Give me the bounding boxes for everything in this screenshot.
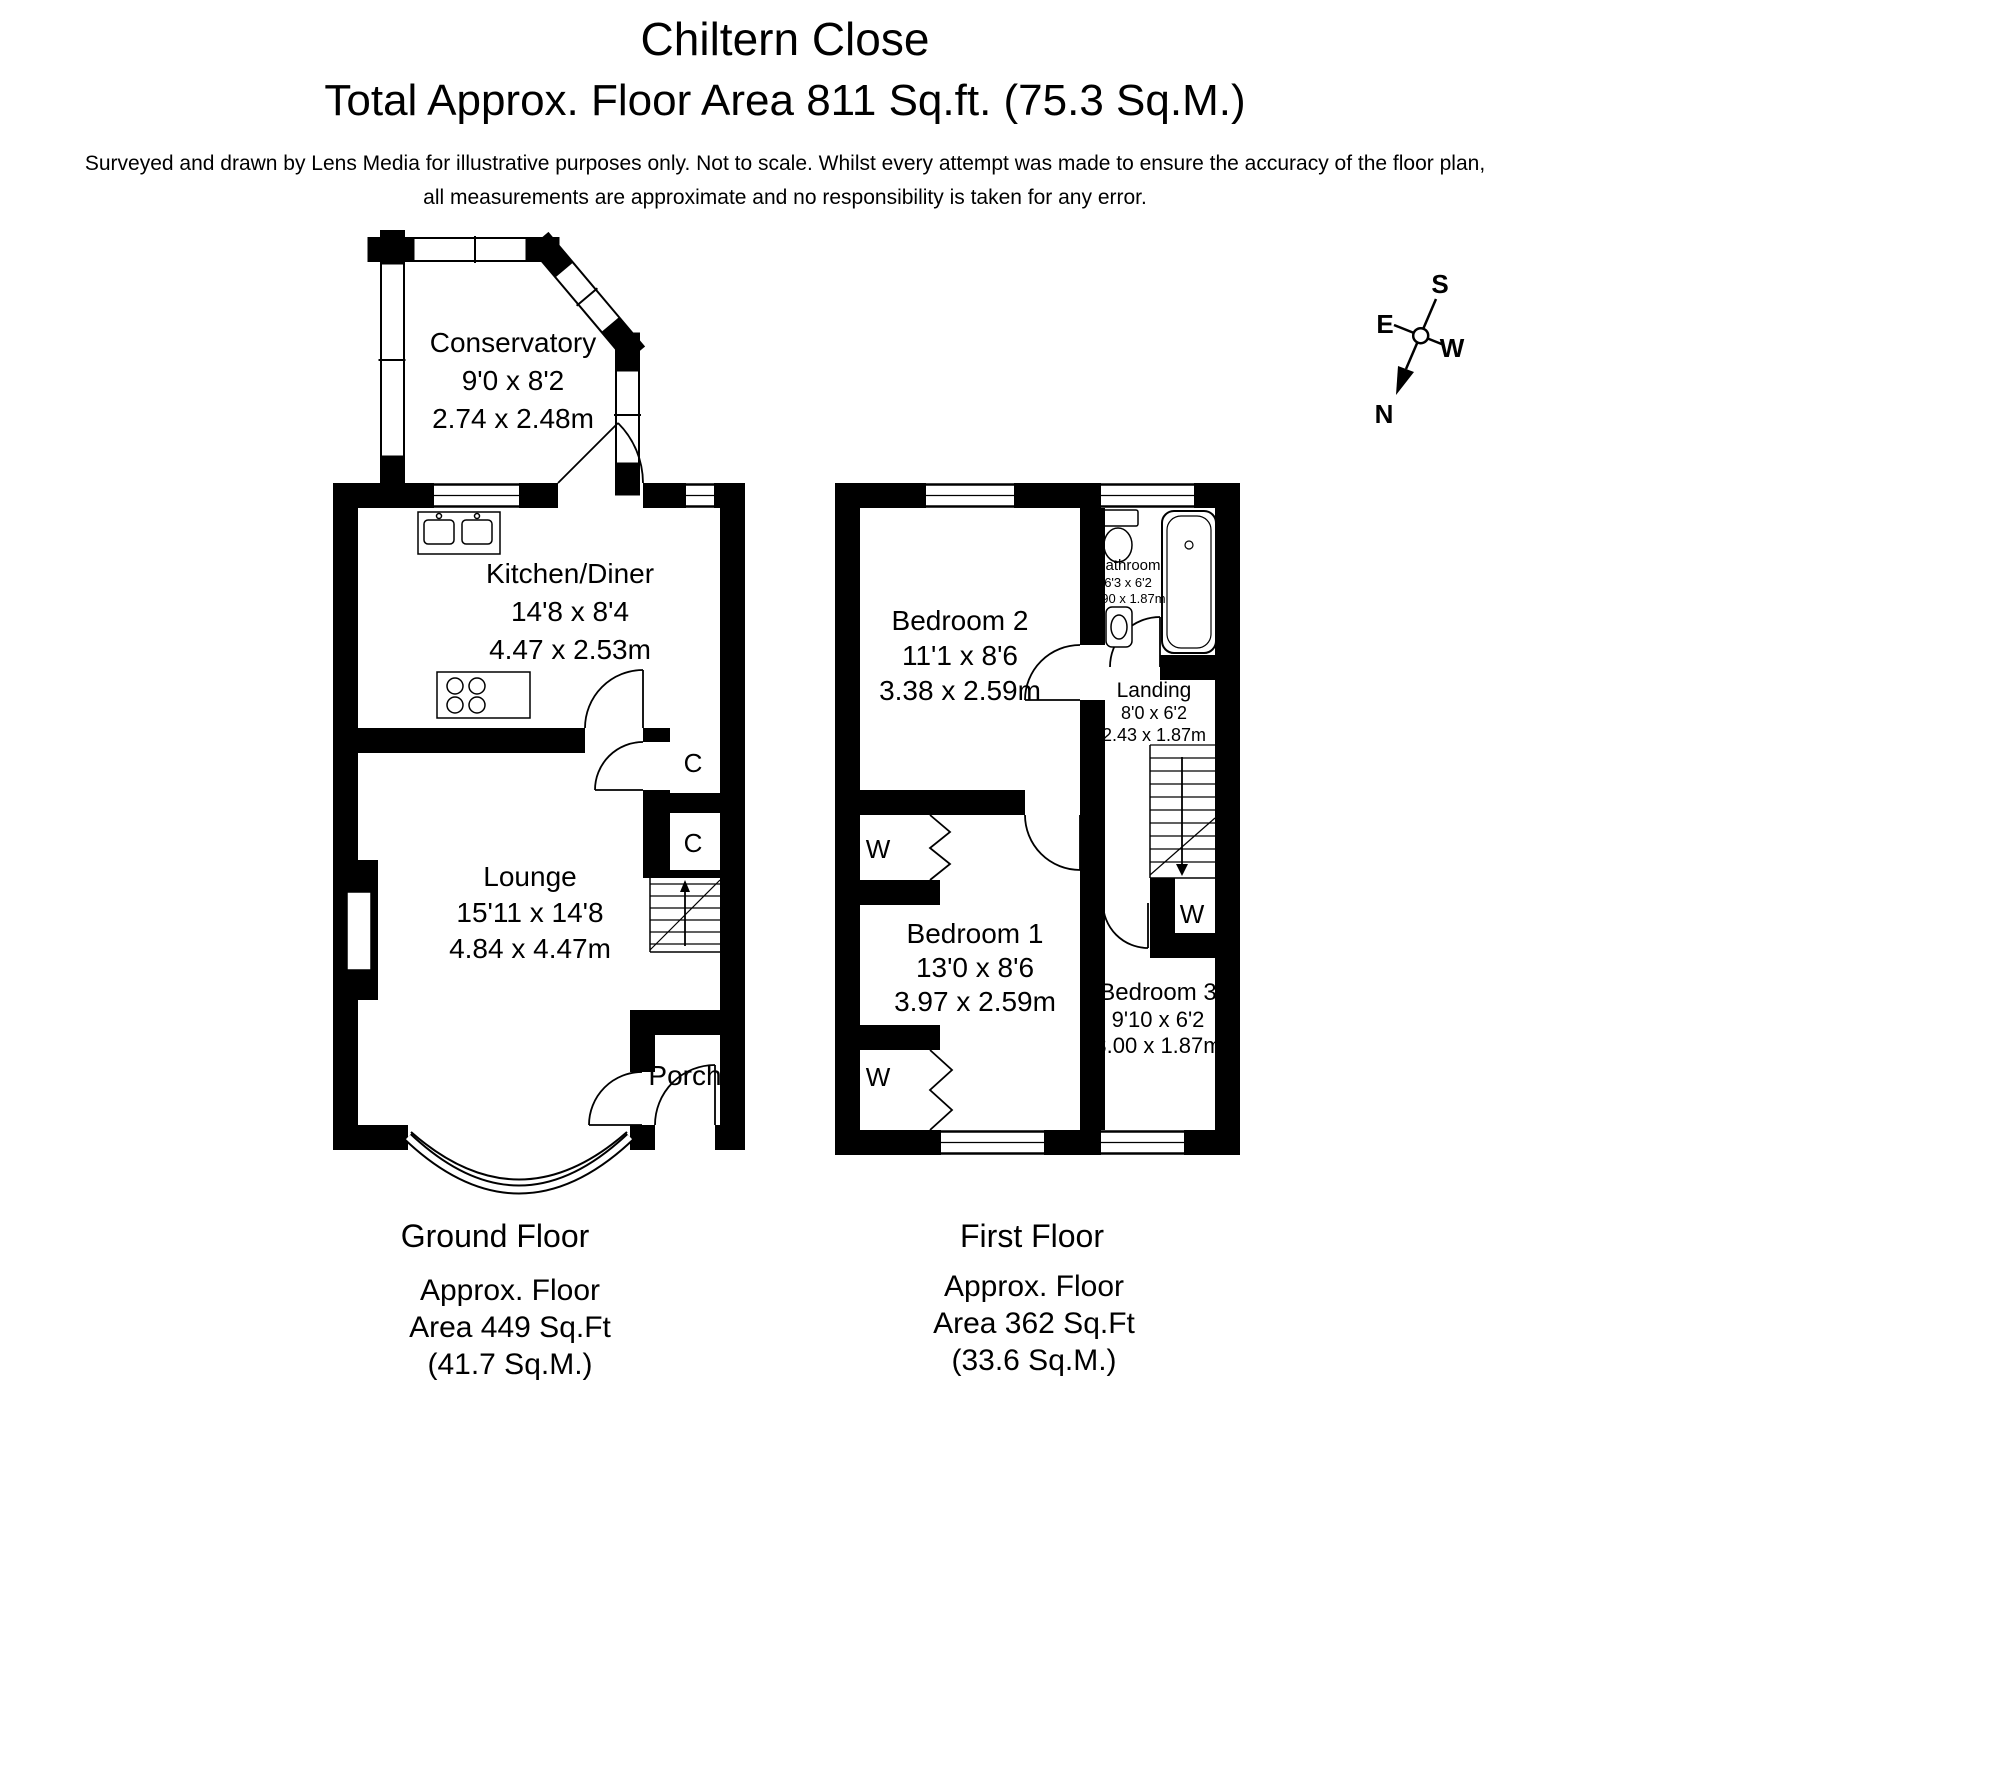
ground-floor-area: Approx. Floor Area 449 Sq.Ft (41.7 Sq.M.…: [295, 1272, 725, 1383]
ground-floor-plan: Conservatory 9'0 x 8'2 2.74 x 2.48m Kitc…: [333, 230, 745, 1195]
conservatory-imperial: 9'0 x 8'2: [462, 365, 565, 396]
first-floor-plan: Bedroom 2 11'1 x 8'6 3.38 x 2.59m Bathro…: [835, 483, 1240, 1155]
compass-east: E: [1376, 309, 1393, 339]
lounge-metric: 4.84 x 4.47m: [449, 933, 611, 964]
ground-area-line1: Approx. Floor: [419, 1274, 601, 1307]
rear-window: [684, 483, 716, 508]
ground-stairs: [649, 878, 721, 953]
first-walls: [835, 483, 1240, 1155]
ground-windows: [432, 483, 716, 508]
lounge-imperial: 15'11 x 14'8: [456, 897, 603, 928]
compass-hub: [1411, 326, 1430, 345]
cupboard-door: [594, 741, 644, 791]
bedroom3-imperial: 9'10 x 6'2: [1112, 1007, 1205, 1032]
bedroom1-label: Bedroom 1: [907, 918, 1044, 949]
fireplace: [346, 860, 378, 1000]
first-stairs: [1149, 744, 1216, 879]
bathroom-window: [1099, 483, 1196, 508]
first-area-line2: Area 362 Sq.Ft: [933, 1307, 1135, 1340]
kitchen-imperial: 14'8 x 8'4: [511, 596, 629, 627]
kitchen-label: Kitchen/Diner: [486, 558, 654, 589]
hob-icon: [436, 671, 531, 719]
bedroom1-door: [1024, 814, 1081, 871]
ground-floor-label: Ground Floor: [400, 1218, 590, 1254]
toilet-icon: [1097, 509, 1139, 563]
wardrobe-doors: [928, 814, 954, 1131]
first-area-line1: Approx. Floor: [943, 1270, 1125, 1303]
kitchen-door: [584, 669, 644, 729]
porch-label: Porch: [648, 1060, 721, 1091]
compass-north: N: [1375, 399, 1394, 429]
bedroom2-label: Bedroom 2: [892, 605, 1029, 636]
stairs-up-arrow: [680, 880, 690, 892]
bedroom2-door: [1024, 644, 1081, 701]
kitchen-window: [432, 483, 521, 508]
bedroom1-window: [939, 1130, 1046, 1155]
first-windows: [924, 483, 1196, 1155]
ground-room-labels: Conservatory 9'0 x 8'2 2.74 x 2.48m Kitc…: [430, 327, 722, 1091]
bedroom3-door: [1102, 902, 1149, 949]
wardrobe2-bifold: [928, 1049, 954, 1131]
conservatory-walls: [367, 230, 646, 496]
cupboard1-label: C: [684, 748, 703, 778]
bath-icon: [1161, 510, 1217, 654]
ground-area-line3: (41.7 Sq.M.): [427, 1348, 593, 1381]
conservatory-label: Conservatory: [430, 327, 597, 358]
ground-area-line2: Area 449 Sq.Ft: [409, 1311, 611, 1344]
wardrobe3-label: W: [1180, 899, 1205, 929]
page-title: Chiltern Close: [640, 13, 930, 65]
conservatory-door: [557, 422, 644, 484]
conservatory-metric: 2.74 x 2.48m: [432, 403, 594, 434]
bedroom1-metric: 3.97 x 2.59m: [894, 986, 1056, 1017]
compass-rose: S E W N: [1375, 269, 1465, 429]
stairs-down-arrow: [1176, 864, 1188, 876]
first-area-line3: (33.6 Sq.M.): [951, 1344, 1117, 1377]
front-door: [654, 1064, 716, 1126]
kitchen-metric: 4.47 x 2.53m: [489, 634, 651, 665]
bedroom2-metric: 3.38 x 2.59m: [879, 675, 1041, 706]
first-room-labels: Bedroom 2 11'1 x 8'6 3.38 x 2.59m Bathro…: [866, 557, 1222, 1092]
porch-door: [588, 1071, 643, 1126]
bathroom-metric: 1.90 x 1.87m: [1090, 591, 1165, 606]
page-subtitle: Total Approx. Floor Area 811 Sq.ft. (75.…: [324, 76, 1246, 125]
disclaimer-line2: all measurements are approximate and no …: [423, 186, 1147, 209]
lounge-label: Lounge: [483, 861, 576, 892]
compass-letters: S E W N: [1375, 269, 1465, 429]
landing-metric: 2.43 x 1.87m: [1102, 725, 1206, 745]
bay-window: [404, 1131, 634, 1195]
first-floor-label: First Floor: [960, 1218, 1104, 1254]
ground-walls: [333, 483, 745, 1150]
landing-label: Landing: [1117, 679, 1192, 702]
compass-needle: [1393, 298, 1445, 395]
bedroom3-window: [1099, 1130, 1186, 1155]
bedroom3-label: Bedroom 3: [1099, 979, 1216, 1006]
basin-icon: [1105, 606, 1133, 648]
landing-imperial: 8'0 x 6'2: [1121, 703, 1187, 723]
bathroom-imperial: 6'3 x 6'2: [1104, 575, 1152, 590]
wardrobe1-label: W: [866, 834, 891, 864]
bedroom2-window: [924, 483, 1016, 508]
compass-south: S: [1431, 269, 1448, 299]
sink-icon: [417, 511, 501, 555]
bedroom2-imperial: 11'1 x 8'6: [902, 640, 1018, 671]
bedroom3-metric: 3.00 x 1.87m: [1094, 1033, 1221, 1058]
first-floor-area: Approx. Floor Area 362 Sq.Ft (33.6 Sq.M.…: [822, 1268, 1246, 1379]
disclaimer-line1: Surveyed and drawn by Lens Media for ill…: [84, 152, 1486, 175]
bathroom-label: Bathroom: [1095, 557, 1160, 574]
compass-west: W: [1440, 333, 1465, 363]
bedroom1-imperial: 13'0 x 8'6: [916, 952, 1034, 983]
wardrobe1-bifold: [928, 814, 952, 881]
wardrobe2-label: W: [866, 1062, 891, 1092]
cupboard2-label: C: [684, 828, 703, 858]
ground-doors: [557, 422, 716, 1126]
compass-north-arrow: [1396, 366, 1414, 395]
